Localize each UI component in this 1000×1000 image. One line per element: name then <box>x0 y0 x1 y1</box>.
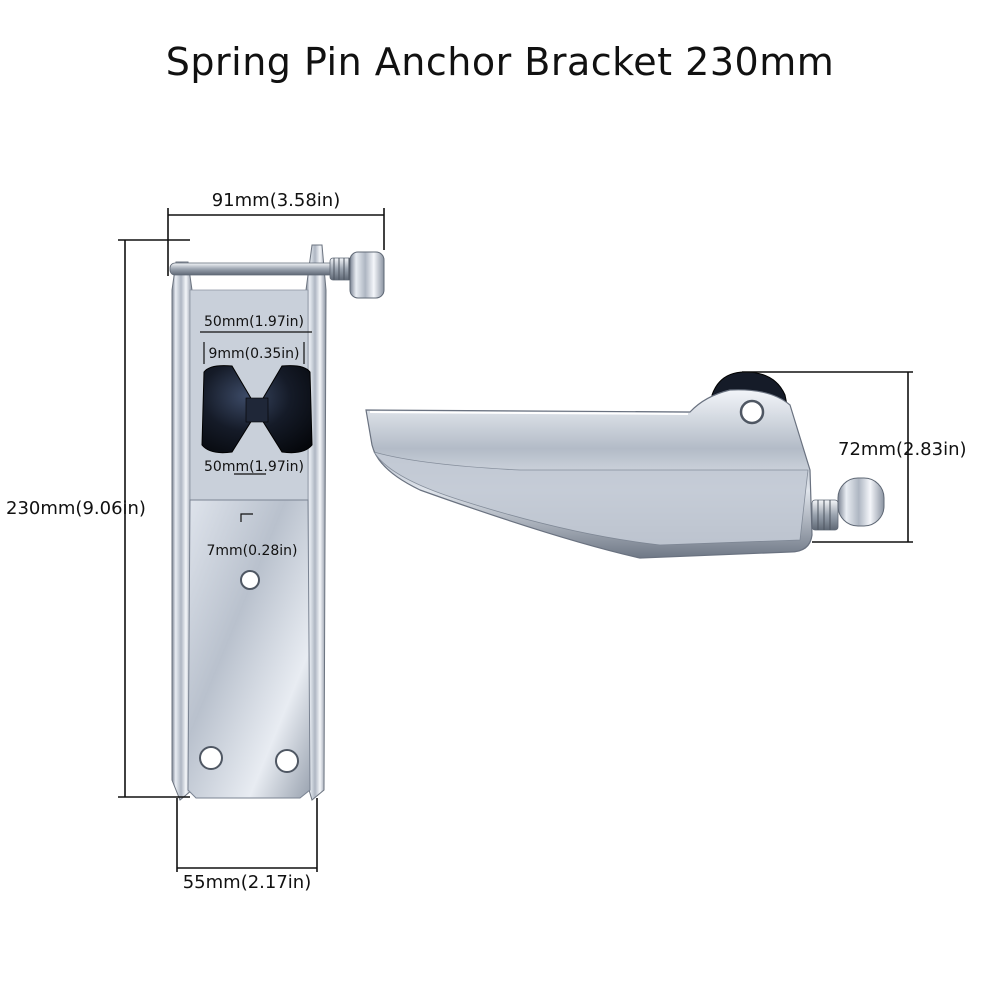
dim-label-height: 230mm(9.06in) <box>6 498 146 519</box>
dim-label-base-width: 55mm(2.17in) <box>183 872 312 893</box>
side-pin <box>811 477 885 531</box>
dim-label-pin-width: 91mm(3.58in) <box>212 190 341 211</box>
dimension-pin-width: 91mm(3.58in) <box>167 190 385 276</box>
side-view <box>365 371 885 559</box>
side-pivot-hole <box>739 399 765 425</box>
dim-label-mount-hole: 7mm(0.28in) <box>206 543 297 559</box>
top-pin <box>169 262 346 276</box>
diagram-title: Spring Pin Anchor Bracket 230mm <box>165 40 835 84</box>
dim-label-roller-slot: 9mm(0.35in) <box>208 346 299 362</box>
dim-label-roller-bottom: 50mm(1.97in) <box>204 459 304 475</box>
pin-knob <box>349 251 385 299</box>
dimension-mount-hole: 7mm(0.28in) <box>206 513 298 559</box>
dimension-base-width: 55mm(2.17in) <box>176 798 318 893</box>
dimension-roller-bottom: 50mm(1.97in) <box>204 459 304 475</box>
dim-label-roller-top: 50mm(1.97in) <box>204 314 304 330</box>
mount-hole-right <box>275 749 299 773</box>
pin-spring <box>329 257 353 281</box>
dim-label-side-height: 72mm(2.83in) <box>838 439 967 460</box>
base-plate <box>187 499 311 799</box>
dimension-side-height: 72mm(2.83in) <box>742 371 967 543</box>
side-flange <box>373 451 809 546</box>
front-view <box>169 244 385 801</box>
mount-hole-left <box>199 746 223 770</box>
dimension-height: 230mm(9.06in) <box>6 239 190 798</box>
dimension-roller-slot: 9mm(0.35in) <box>203 342 305 364</box>
mount-hole-center <box>240 570 260 590</box>
dimension-roller-top: 50mm(1.97in) <box>200 314 312 333</box>
